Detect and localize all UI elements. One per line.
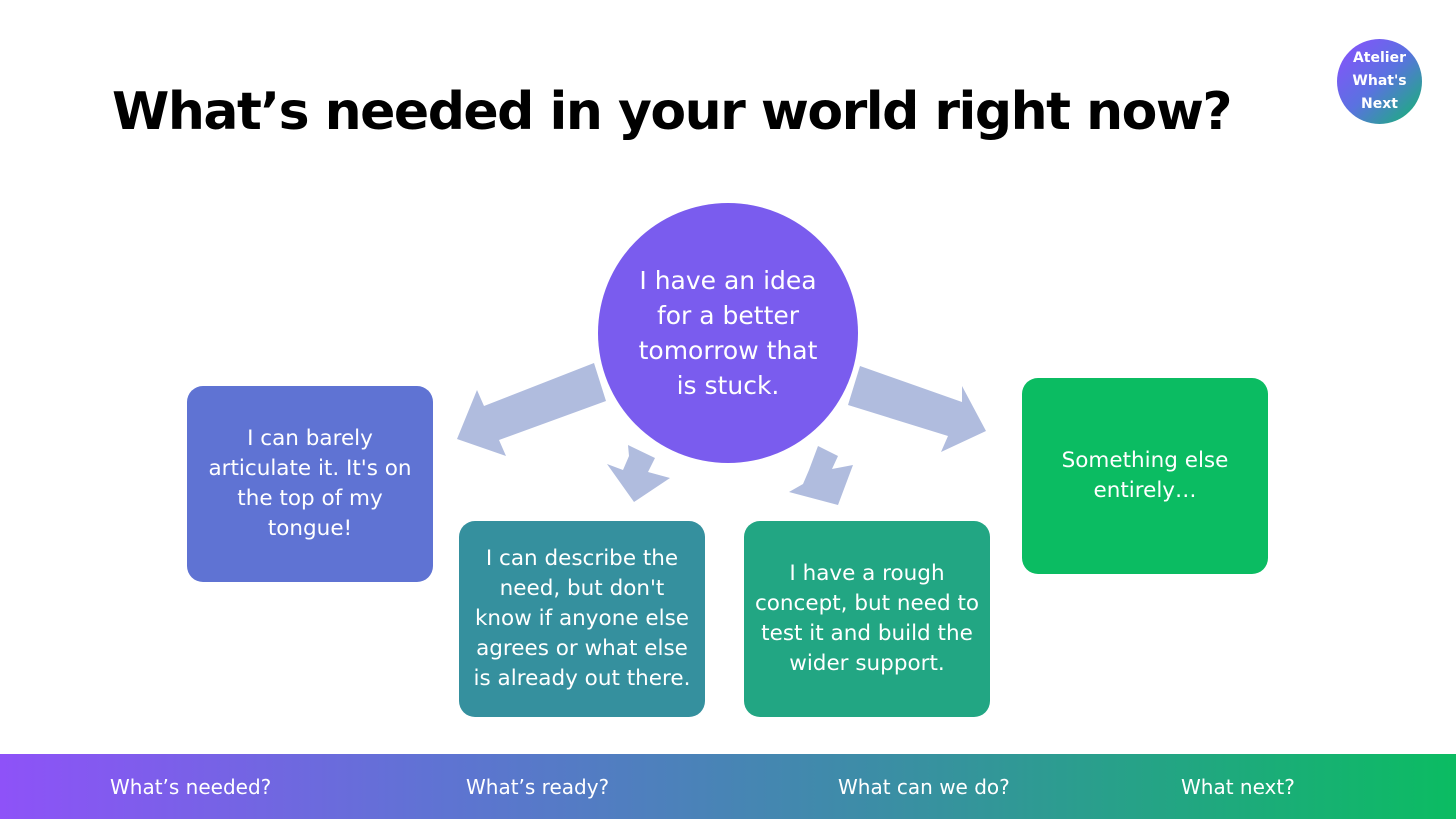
nav-item-whats-needed[interactable]: What’s needed? [110,775,272,799]
option-box-describe-need: I can describe the need, but don't know … [459,521,705,717]
center-idea-text: I have an idea for a better tomorrow tha… [638,266,818,400]
arrow-to-option-2 [607,445,670,502]
nav-item-what-can-we-do[interactable]: What can we do? [838,775,1010,799]
center-idea-circle: I have an idea for a better tomorrow tha… [598,203,858,463]
option-box-barely-articulate: I can barely articulate it. It's on the … [187,386,433,582]
option-text: I can barely articulate it. It's on the … [208,426,412,541]
arrow-to-option-4 [848,366,986,452]
nav-item-what-next[interactable]: What next? [1181,775,1295,799]
option-box-rough-concept: I have a rough concept, but need to test… [744,521,990,717]
option-text: Something else entirely… [1061,448,1229,503]
arrow-to-option-1 [457,363,606,456]
slide-title: What’s needed in your world right now? [112,82,1233,142]
option-text: I can describe the need, but don't know … [473,546,691,691]
option-box-something-else: Something else entirely… [1022,378,1268,574]
atelier-logo: Atelier What's Next [1337,39,1422,124]
bottom-nav-bar: What’s needed? What’s ready? What can we… [0,754,1456,819]
option-text: I have a rough concept, but need to test… [754,561,980,676]
nav-item-whats-ready[interactable]: What’s ready? [466,775,610,799]
logo-text: Atelier What's Next [1352,50,1407,112]
arrow-to-option-3 [789,446,853,505]
